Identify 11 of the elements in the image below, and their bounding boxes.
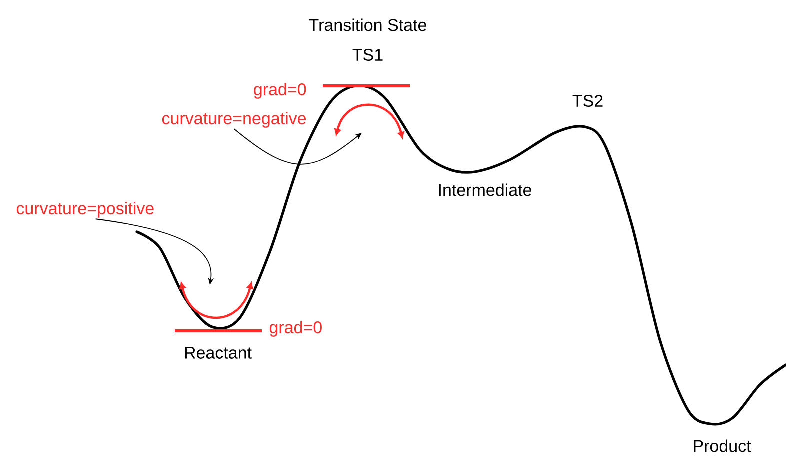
gradient-label: grad=0 [270, 321, 322, 337]
gradient-label: grad=0 [254, 83, 306, 99]
state-label: Reactant [185, 347, 252, 359]
annotation-text: curvature=positive [16, 202, 154, 218]
state-label: Transition State [309, 18, 426, 32]
state-label: TS1 [352, 48, 383, 62]
state-label: TS2 [572, 94, 603, 108]
state-label: Product [694, 440, 752, 452]
state-label: Intermediate [439, 184, 532, 196]
annotation-text: curvature=negative [162, 112, 306, 128]
leader-line [234, 128, 362, 165]
